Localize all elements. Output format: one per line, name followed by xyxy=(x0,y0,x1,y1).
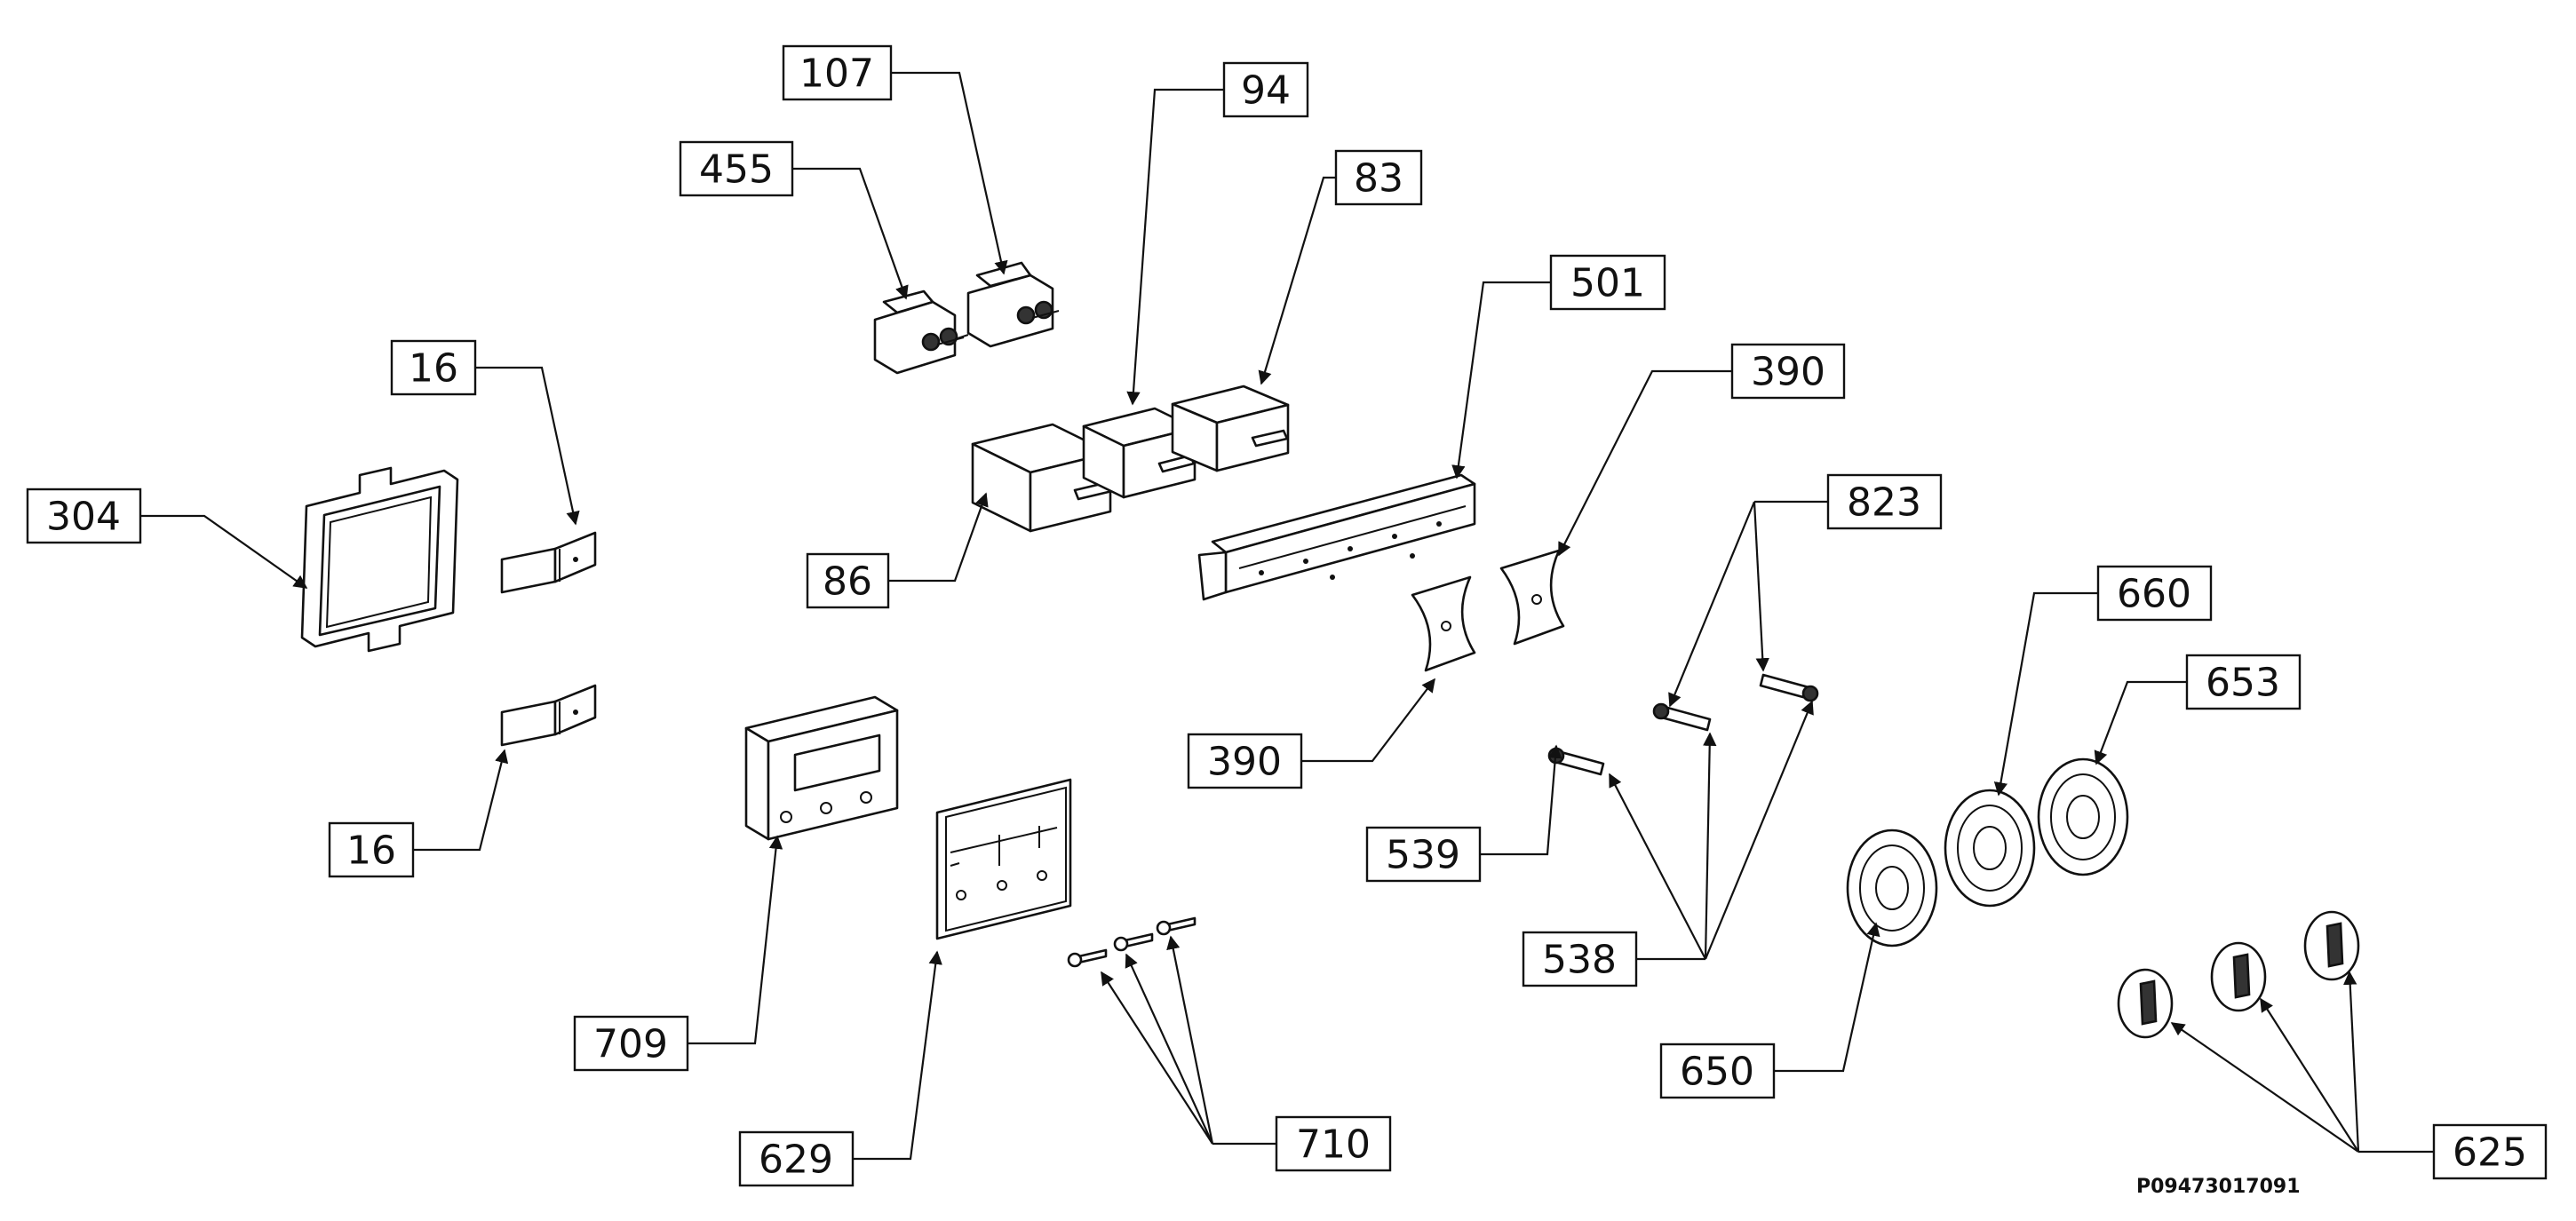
callout-710: 710 xyxy=(1275,1115,1392,1172)
svg-text:538: 538 xyxy=(1542,938,1617,983)
part-bezel-650 xyxy=(1846,829,1938,947)
part-screws-710 xyxy=(1067,916,1197,968)
part-panel-629 xyxy=(935,778,1072,940)
callout-629: 629 xyxy=(738,1130,855,1187)
svg-text:86: 86 xyxy=(823,559,872,605)
svg-text:660: 660 xyxy=(2117,572,2191,617)
svg-text:823: 823 xyxy=(1847,480,1921,526)
callout-107: 107 xyxy=(782,44,893,101)
svg-text:653: 653 xyxy=(2206,661,2280,706)
part-box-86 xyxy=(971,423,1114,533)
callout-823: 823 xyxy=(1826,473,1943,530)
drawing-code: P09473017091 xyxy=(2136,1176,2301,1198)
svg-text:16: 16 xyxy=(346,829,396,874)
svg-text:390: 390 xyxy=(1207,740,1282,785)
callout-501: 501 xyxy=(1549,254,1666,311)
svg-text:94: 94 xyxy=(1241,68,1291,114)
part-frame-304 xyxy=(300,466,459,653)
svg-text:709: 709 xyxy=(593,1022,668,1067)
svg-text:390: 390 xyxy=(1751,350,1825,395)
part-knob-625-b xyxy=(2210,941,2267,1012)
part-bezel-653 xyxy=(2037,757,2129,876)
svg-text:650: 650 xyxy=(1680,1050,1754,1095)
callout-304: 304 xyxy=(26,488,142,544)
part-terminal-455 xyxy=(873,289,969,375)
callout-390-lower: 390 xyxy=(1187,733,1303,789)
svg-text:83: 83 xyxy=(1354,156,1403,202)
part-pin-539 xyxy=(1547,747,1605,776)
svg-text:625: 625 xyxy=(2453,1130,2527,1176)
part-clip-16-upper xyxy=(500,531,597,594)
callout-539: 539 xyxy=(1365,826,1482,883)
callout-16-upper: 16 xyxy=(390,339,477,396)
svg-text:107: 107 xyxy=(799,52,874,97)
svg-text:629: 629 xyxy=(759,1138,833,1183)
part-knob-625-c xyxy=(2303,910,2360,981)
callout-83: 83 xyxy=(1334,149,1423,206)
svg-text:501: 501 xyxy=(1570,261,1645,306)
part-bracket-390-upper xyxy=(1499,549,1565,646)
svg-text:304: 304 xyxy=(46,495,121,540)
part-bracket-390-lower xyxy=(1411,575,1476,672)
callout-390-upper: 390 xyxy=(1730,343,1846,400)
part-knob-625-a xyxy=(2117,968,2174,1039)
svg-text:710: 710 xyxy=(1296,1122,1371,1168)
part-clip-16-lower xyxy=(500,684,597,747)
callout-625: 625 xyxy=(2432,1123,2548,1180)
part-terminal-107 xyxy=(966,261,1060,348)
part-box-83 xyxy=(1171,385,1290,472)
svg-text:539: 539 xyxy=(1386,833,1460,878)
part-rail-501 xyxy=(1197,473,1476,601)
part-housing-709 xyxy=(744,695,899,841)
callout-16-lower: 16 xyxy=(328,821,415,878)
svg-text:16: 16 xyxy=(409,346,458,392)
callout-94: 94 xyxy=(1222,61,1309,118)
callout-653: 653 xyxy=(2185,654,2302,710)
callout-650: 650 xyxy=(1659,1043,1776,1099)
callout-660: 660 xyxy=(2096,565,2213,622)
part-bezel-660 xyxy=(1944,789,2036,908)
callout-86: 86 xyxy=(806,552,890,609)
callout-538: 538 xyxy=(1522,931,1638,987)
callout-455: 455 xyxy=(679,140,794,197)
svg-text:455: 455 xyxy=(699,147,774,193)
part-pin-823-b xyxy=(1759,673,1819,702)
callout-709: 709 xyxy=(573,1015,689,1072)
part-pin-823-a xyxy=(1652,702,1712,732)
leader-lines xyxy=(140,71,2434,1161)
